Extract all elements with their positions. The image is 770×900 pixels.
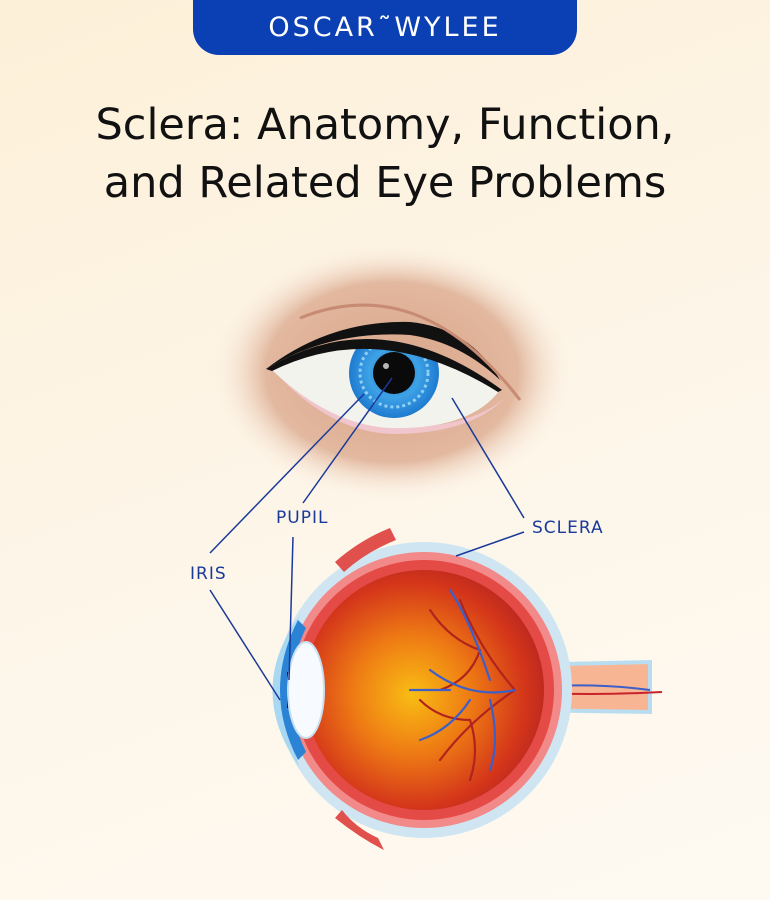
front-eye-view xyxy=(212,244,572,500)
sclera-leader-top xyxy=(451,397,525,519)
pupil-front xyxy=(373,352,415,394)
cornea xyxy=(272,615,300,768)
eyelid-crease xyxy=(299,303,522,401)
iris-leader-bottom xyxy=(209,589,281,701)
blood-vessels xyxy=(408,588,517,782)
page-title: Sclera: Anatomy, Function, and Related E… xyxy=(0,96,770,212)
lower-muscle xyxy=(335,810,384,850)
brand-logo: OSCAR˜WYLEE xyxy=(193,0,577,55)
label-pupil: PUPIL xyxy=(276,508,328,528)
pupil-leader-bottom xyxy=(288,536,294,681)
label-sclera: SCLERA xyxy=(532,518,604,538)
title-line-1: Sclera: Anatomy, Function, xyxy=(95,100,675,150)
title-line-2: and Related Eye Problems xyxy=(103,158,667,208)
iris-side xyxy=(280,620,306,760)
upper-muscle xyxy=(335,528,396,572)
leader-lines xyxy=(209,377,525,701)
lens xyxy=(287,641,325,739)
eyeball-cross-section xyxy=(272,528,663,850)
brand-name: OSCAR˜WYLEE xyxy=(268,12,502,43)
sclera-leader-bottom xyxy=(455,531,525,557)
label-iris: IRIS xyxy=(190,564,227,584)
tilde-mark: ˜ xyxy=(377,12,395,43)
pupil-leader-top xyxy=(302,377,393,504)
iris-leader-top xyxy=(209,393,365,554)
eyelash-line xyxy=(266,339,502,392)
